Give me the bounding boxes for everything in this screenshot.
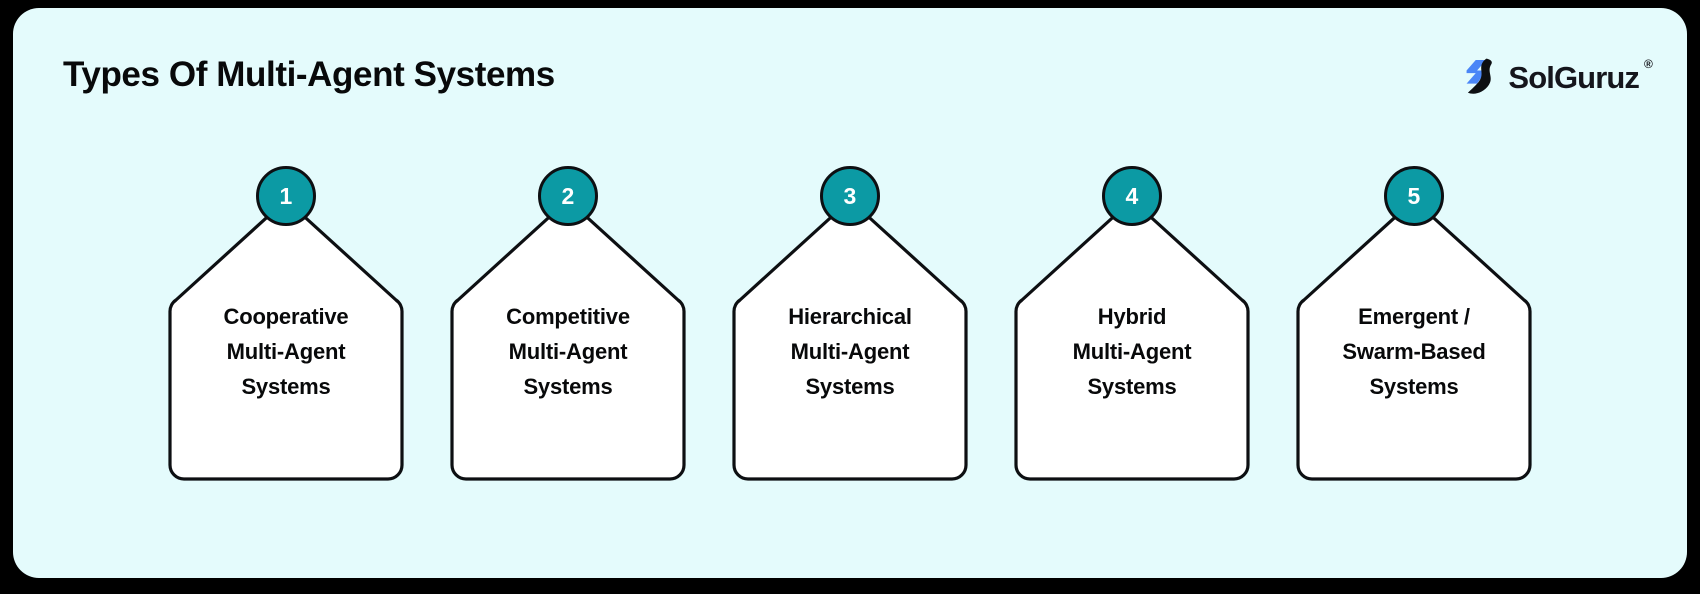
card-label-1: Cooperative Multi-Agent Systems <box>223 304 349 399</box>
card-number-4: 4 <box>1125 182 1139 209</box>
brand-wordmark: SolGuruz ® <box>1508 58 1652 95</box>
registered-trademark-icon: ® <box>1644 56 1653 71</box>
card-1: 1 Cooperative Multi-Agent Systems <box>166 151 406 483</box>
card-badge-4: 4 <box>1102 166 1162 226</box>
card-badge-5: 5 <box>1384 166 1444 226</box>
cards-row: 1 Cooperative Multi-Agent Systems 2 Comp… <box>13 151 1687 491</box>
page-title: Types Of Multi-Agent Systems <box>63 55 555 94</box>
card-label-2: Competitive Multi-Agent Systems <box>506 304 630 399</box>
card-number-2: 2 <box>561 182 575 209</box>
solguruz-logo-icon <box>1466 58 1493 94</box>
card-badge-3: 3 <box>820 166 880 226</box>
card-badge-2: 2 <box>538 166 598 226</box>
house-shape-5 <box>1296 198 1532 481</box>
card-5: 5 Emergent / Swarm-Based Systems <box>1294 151 1534 483</box>
card-number-3: 3 <box>843 182 857 209</box>
card-2: 2 Competitive Multi-Agent Systems <box>448 151 688 483</box>
card-label-3: Hierarchical Multi-Agent Systems <box>788 304 912 399</box>
brand-logo: SolGuruz ® <box>1460 55 1653 99</box>
house-shape-1 <box>168 198 404 481</box>
card-number-1: 1 <box>279 182 293 209</box>
card-number-5: 5 <box>1407 182 1421 209</box>
house-shape-4 <box>1014 198 1250 481</box>
card-3: 3 Hierarchical Multi-Agent Systems <box>730 151 970 483</box>
brand-name: SolGuruz <box>1508 59 1639 95</box>
card-label-4: Hybrid Multi-Agent Systems <box>1072 304 1192 399</box>
card-badge-1: 1 <box>256 166 316 226</box>
card-4: 4 Hybrid Multi-Agent Systems <box>1012 151 1252 483</box>
house-shape-2 <box>450 198 686 481</box>
header: Types Of Multi-Agent Systems SolGuruz ® <box>13 8 1687 128</box>
house-shape-3 <box>732 198 968 481</box>
card-label-5: Emergent / Swarm-Based Systems <box>1342 304 1486 399</box>
infographic-panel: Types Of Multi-Agent Systems SolGuruz ® <box>13 8 1687 578</box>
